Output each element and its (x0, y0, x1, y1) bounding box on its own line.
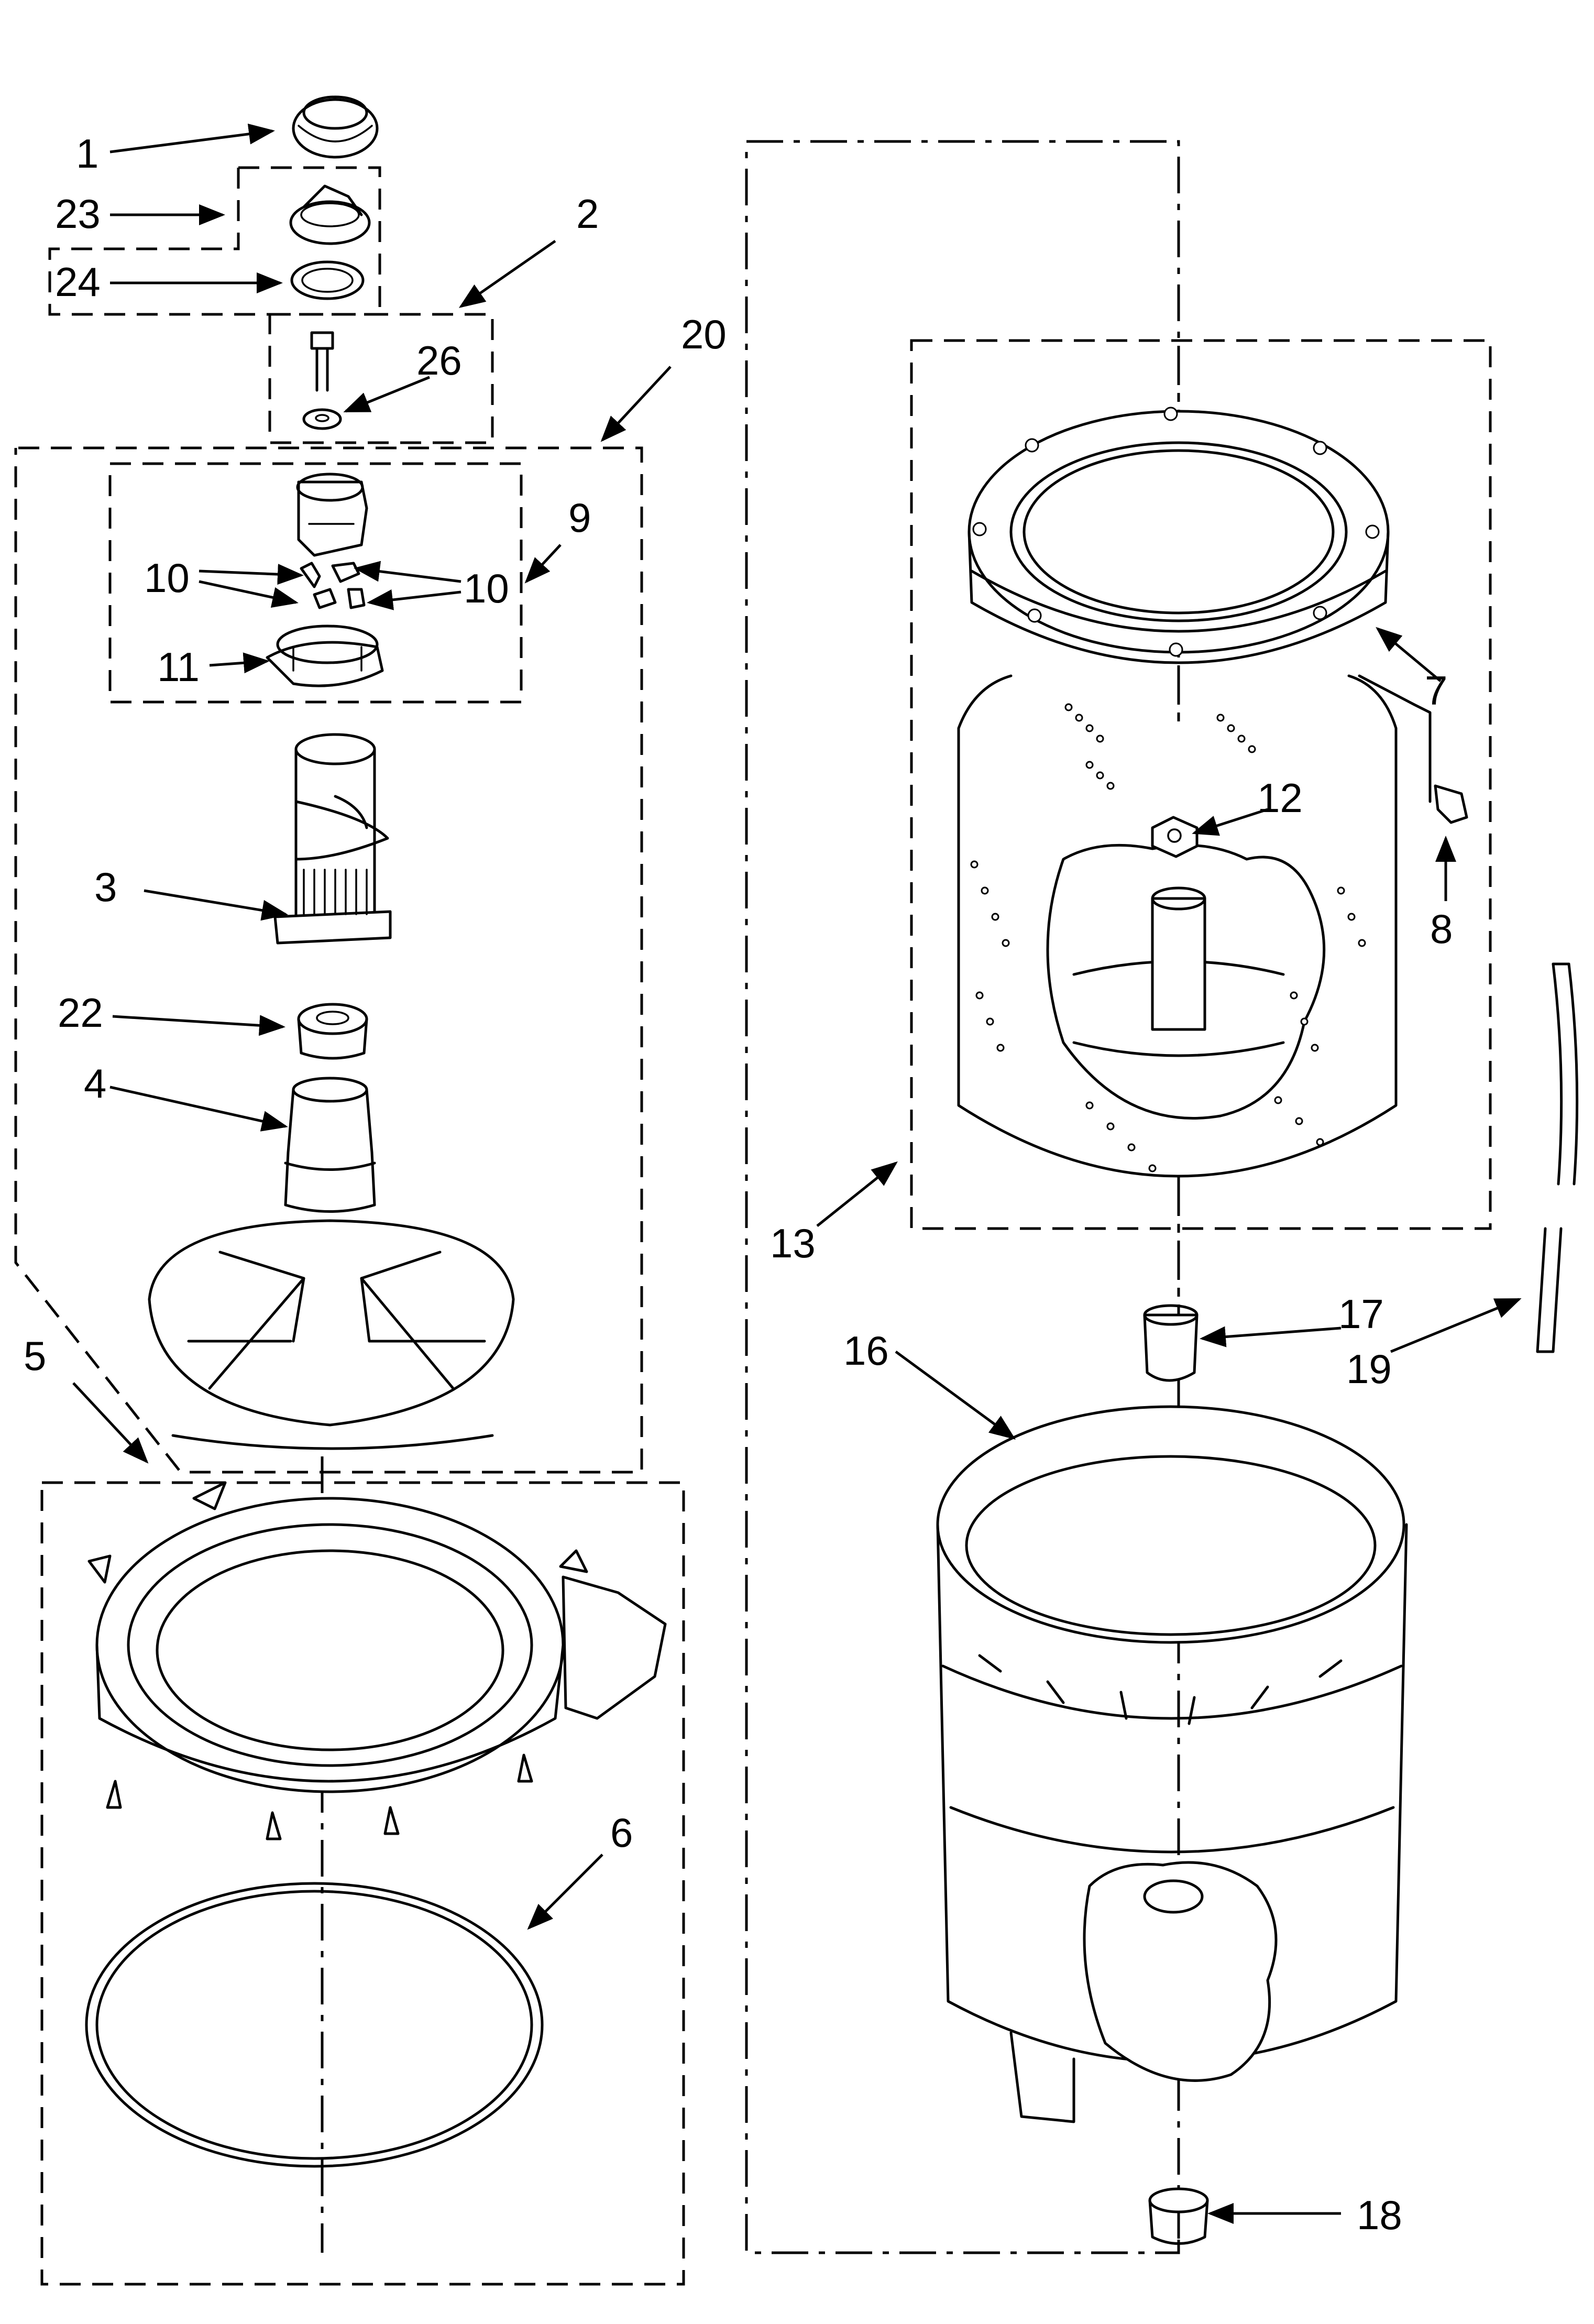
agitator-cap (292, 95, 379, 159)
group-box-5 (40, 1481, 685, 2286)
drive-nut (1151, 816, 1199, 858)
bottom-cap (1148, 2187, 1209, 2245)
callout-9: 9 (568, 495, 591, 541)
cam-part (289, 184, 371, 245)
callout-4: 4 (84, 1060, 106, 1106)
callout-7: 7 (1425, 667, 1447, 714)
callout-16: 16 (843, 1328, 889, 1374)
callout-10-right: 10 (464, 565, 509, 611)
ratchet-part (266, 624, 384, 687)
callout-17: 17 (1338, 1291, 1384, 1337)
group-box-20 (14, 446, 643, 1474)
agitator-base (148, 1077, 515, 1450)
group-box-13 (910, 339, 1492, 1230)
seal-ring (290, 260, 365, 300)
callout-26: 26 (416, 337, 462, 383)
large-seal-ring (85, 1882, 544, 2168)
callout-13: 13 (770, 1220, 816, 1266)
hub-part (1143, 1304, 1199, 1382)
balance-ring (968, 407, 1390, 664)
callout-23: 23 (55, 191, 101, 237)
callout-5: 5 (24, 1333, 46, 1379)
callout-10-left: 10 (144, 555, 190, 601)
coupling (297, 1003, 368, 1060)
callout-6: 6 (610, 1810, 633, 1856)
group-box-23 (48, 166, 381, 316)
agitator-barrel (273, 733, 392, 945)
callout-24: 24 (55, 259, 101, 305)
drain-hose (1536, 962, 1579, 1353)
callout-2: 2 (576, 191, 599, 237)
clip-part (1358, 674, 1468, 824)
callout-18: 18 (1357, 2192, 1402, 2238)
callout-labels: 1 23 24 2 26 20 9 10 10 11 3 22 4 5 6 12… (24, 130, 1453, 2238)
dog-assembly (296, 473, 368, 609)
group-box-9 (108, 462, 523, 704)
bolt-and-washer (302, 331, 342, 430)
callout-19: 19 (1346, 1346, 1392, 1392)
group-box-2 (268, 313, 494, 444)
callout-3: 3 (94, 864, 117, 910)
callout-22: 22 (58, 990, 103, 1036)
callout-12: 12 (1257, 775, 1303, 821)
callout-8: 8 (1430, 906, 1453, 952)
callout-1: 1 (76, 130, 98, 177)
tub-ring (87, 1481, 667, 1840)
callout-11: 11 (157, 644, 200, 690)
spin-basket (957, 674, 1398, 1178)
callout-20: 20 (681, 311, 727, 357)
leader-arrows (72, 123, 1522, 2224)
outer-tub (936, 1405, 1408, 2123)
